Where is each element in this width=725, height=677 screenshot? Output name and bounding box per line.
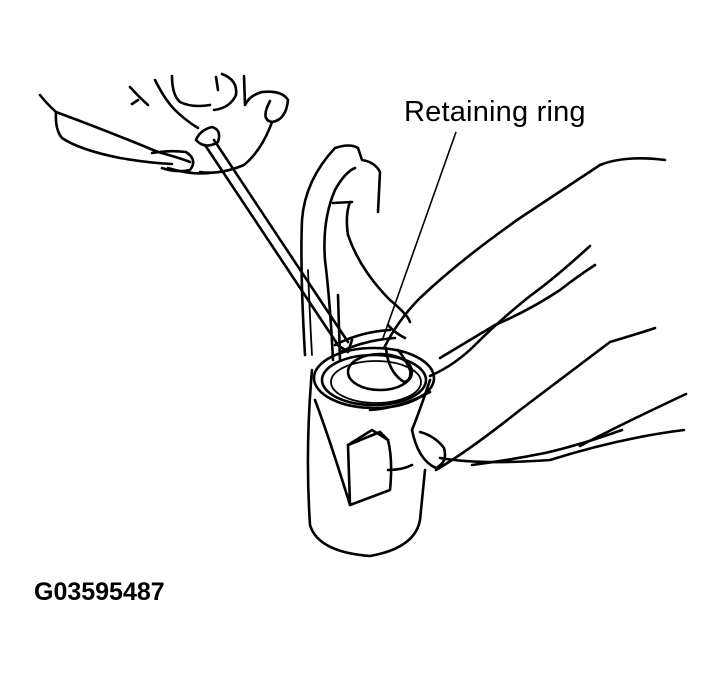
retaining-ring-label: Retaining ring: [404, 96, 586, 128]
shift-fork: [300, 144, 412, 362]
left-hand: [38, 72, 290, 175]
figure-id-label: G03595487: [34, 578, 165, 606]
callout-leader-line: [382, 131, 457, 339]
right-hand: [382, 157, 688, 472]
shift-fork-boss: [306, 368, 427, 558]
